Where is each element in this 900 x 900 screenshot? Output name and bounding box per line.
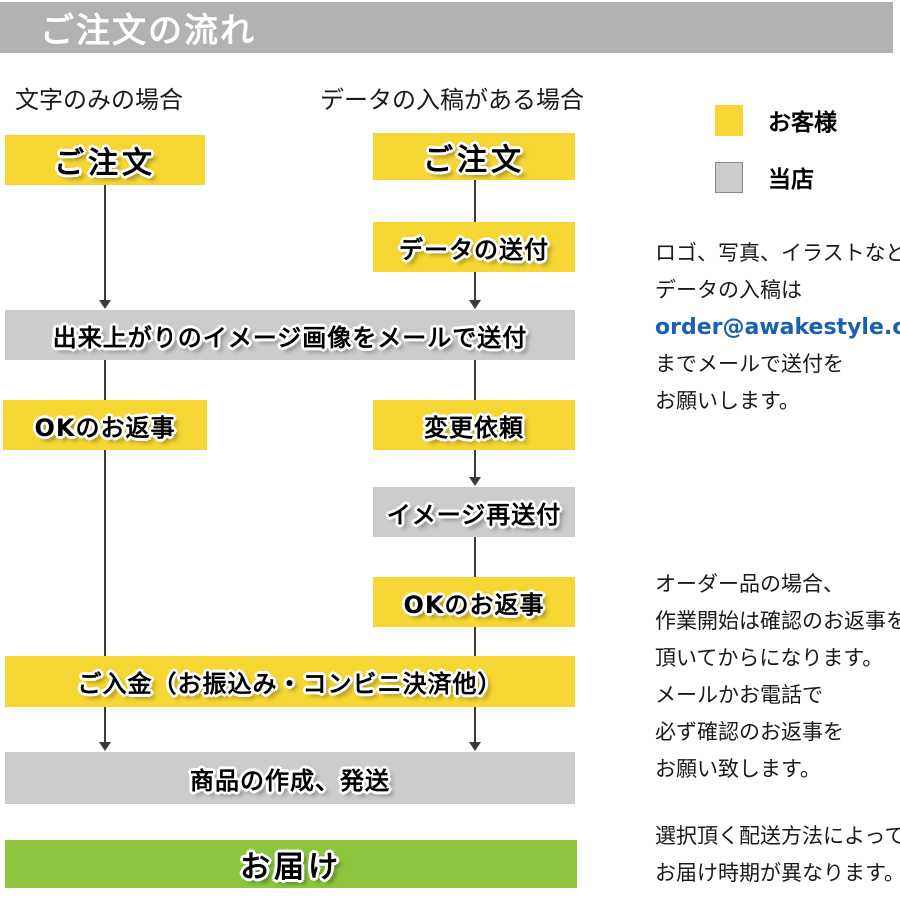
connector-payment-to-production-left <box>104 707 106 743</box>
email-link[interactable]: order@awakestyle.com <box>655 315 900 340</box>
note-line: ロゴ、写真、イラストなど <box>655 241 900 265</box>
connector-image-mail-to-ok-left <box>104 360 106 400</box>
flow-box-change-request: 変更依頼 <box>373 400 575 450</box>
arrowhead-into-production-right <box>469 742 481 751</box>
page-header: ご注文の流れ <box>0 2 893 53</box>
connector-payment-to-production-right <box>474 707 476 743</box>
flow-box-data-send: データの送付 <box>373 222 575 272</box>
legend-customer-label: お客様 <box>768 110 837 136</box>
flow-box-delivery: お届け <box>5 840 577 888</box>
flow-box-payment: ご入金（お振込み・コンビニ決済他） <box>5 656 575 707</box>
connector-data-send-to-image-mail <box>474 272 476 301</box>
note-data-submission: ロゴ、写真、イラストなど データの入稿は order@awakestyle.co… <box>655 235 900 420</box>
legend-shop-label: 当店 <box>768 167 814 193</box>
connector-image-resend-to-ok-right <box>474 537 476 577</box>
note-line: 選択頂く配送方法によって <box>655 824 900 848</box>
arrowhead-into-image-resend <box>469 477 481 486</box>
arrowhead-into-image-mail-left <box>99 300 111 309</box>
note-line: 作業開始は確認のお返事を <box>655 609 900 633</box>
flow-box-ok-left: OKのお返事 <box>3 400 207 450</box>
flow-box-image-resend: イメージ再送付 <box>373 487 575 537</box>
note-line: までメールで送付を <box>655 352 844 376</box>
note-line: メールかお電話で <box>655 683 823 707</box>
note-line: オーダー品の場合、 <box>655 572 844 596</box>
note-confirmation: オーダー品の場合、 作業開始は確認のお返事を 頂いてからになります。 メールかお… <box>655 566 900 788</box>
note-line: お願いします。 <box>655 389 800 413</box>
flow-box-order-left: ご注文 <box>5 135 205 185</box>
note-line: データの入稿は <box>655 278 802 302</box>
legend-customer: お客様 <box>715 103 837 137</box>
connector-order-left-to-image-mail <box>104 185 106 301</box>
flow-box-production: 商品の作成、発送 <box>5 752 575 804</box>
legend-shop-swatch <box>715 161 743 193</box>
legend-customer-swatch <box>715 104 743 136</box>
connector-image-mail-to-change-request <box>474 360 476 400</box>
flow-box-ok-right: OKのお返事 <box>373 577 575 627</box>
arrowhead-into-image-mail-right <box>469 300 481 309</box>
page-title: ご注文の流れ <box>40 11 256 51</box>
note-delivery-time: 選択頂く配送方法によって お届け時期が異なります。 <box>655 818 900 892</box>
connector-ok-left-to-payment <box>104 450 106 656</box>
connector-ok-right-to-payment <box>474 627 476 656</box>
note-line: お願い致します。 <box>655 757 821 781</box>
connector-change-request-to-image-resend <box>474 450 476 478</box>
arrowhead-into-production-left <box>99 742 111 751</box>
flow-box-image-mail: 出来上がりのイメージ画像をメールで送付 <box>5 310 575 360</box>
column-header-with-data: データの入稿がある場合 <box>320 86 584 114</box>
note-line: お届け時期が異なります。 <box>655 861 900 885</box>
note-line: 必ず確認のお返事を <box>655 720 844 744</box>
flow-box-order-right: ご注文 <box>373 133 575 180</box>
column-header-text-only: 文字のみの場合 <box>15 86 183 114</box>
legend-shop: 当店 <box>715 160 814 194</box>
note-line: 頂いてからになります。 <box>655 646 884 670</box>
connector-order-right-to-data-send <box>474 180 476 222</box>
